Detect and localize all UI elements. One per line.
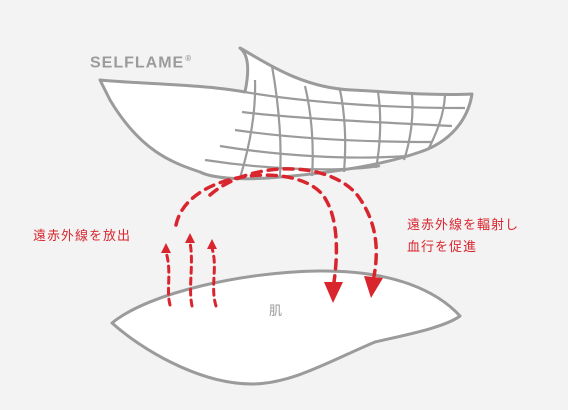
radiation-arcs [174, 167, 378, 284]
registered-mark: ® [185, 54, 193, 63]
skin-shape [110, 269, 462, 386]
radiation-arrowhead-inner [324, 282, 343, 303]
emission-arrow-2 [188, 240, 194, 308]
emit-label: 遠赤外線を放出 [33, 229, 132, 244]
emission-arrow-1 [164, 250, 172, 307]
radiation-arc-outer [208, 167, 378, 278]
selflame-fabric [98, 46, 474, 181]
radiate-label: 遠赤外線を輻射し 血行を促進 [407, 215, 519, 259]
brand-name: SELFLAME [90, 54, 185, 72]
radiation-arrowheads [324, 276, 383, 303]
radiate-label-line1: 遠赤外線を輻射し [407, 218, 520, 233]
selflame-logo: SELFLAME® [90, 54, 192, 72]
emission-arrowheads [161, 233, 217, 253]
radiation-arc-inner [174, 173, 339, 284]
emission-arrow-3 [210, 246, 218, 308]
skin-label: 肌 [269, 304, 283, 319]
radiation-arrowhead-outer [364, 276, 383, 298]
emission-arrows [164, 240, 218, 308]
radiate-label-line2: 血行を促進 [407, 240, 478, 255]
